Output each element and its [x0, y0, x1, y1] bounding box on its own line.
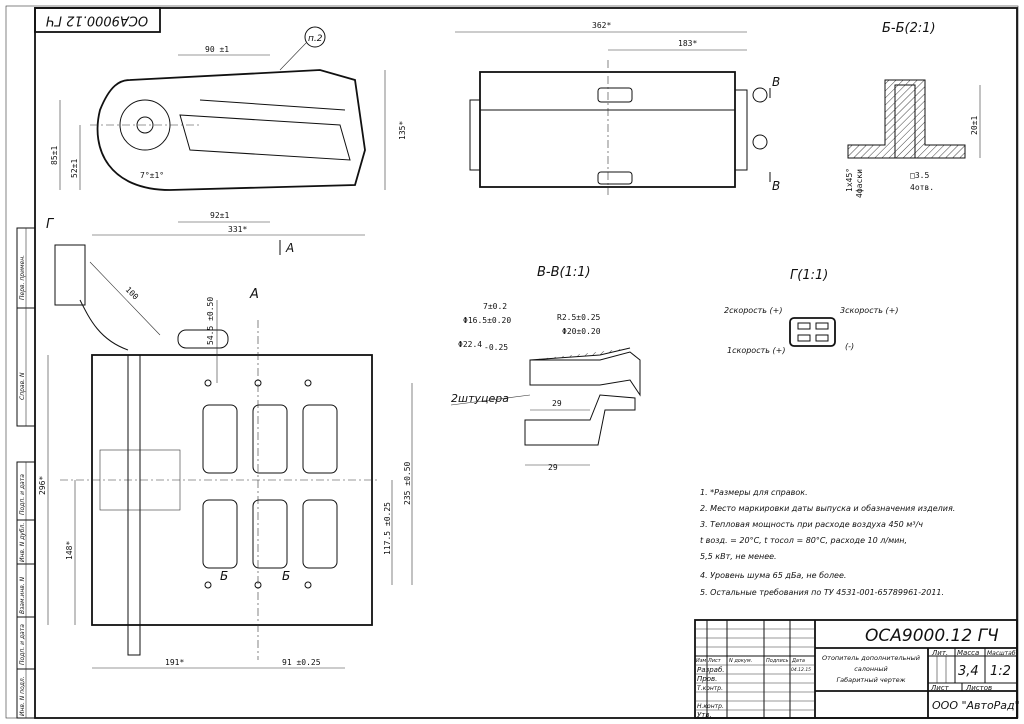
- fittings-label: 2штуцера: [451, 392, 509, 405]
- view-title: А: [249, 287, 259, 302]
- sheets-label: Листов: [965, 684, 992, 692]
- dimension: 7±0.2: [483, 302, 507, 311]
- view-g-connector: Г(1:1) 2скорость (+) 3скорость (+) 1скор…: [724, 268, 898, 355]
- note: 4. Уровень шума 65 дБа, не более.: [700, 571, 846, 580]
- dimension: Φ20±0.20: [562, 327, 601, 336]
- title-block: Изм Лист N докум. Подпись Дата Разраб. П…: [694, 619, 1020, 719]
- dimension: 191*: [165, 658, 184, 667]
- title-line: Отопитель дополнительный: [822, 654, 920, 662]
- col-header: Лист: [707, 658, 722, 664]
- dimension: 4фаски: [855, 169, 864, 198]
- note: 1. *Размеры для справок.: [700, 488, 808, 497]
- dimension: 54.5 ±0.50: [206, 297, 215, 345]
- note: t возд. = 20°С, t тосол = 80°С, расходе …: [700, 536, 907, 545]
- title-line: Габаритный чертеж: [836, 676, 905, 684]
- dimension: -0.25: [484, 343, 508, 352]
- role-label: Утв.: [697, 711, 712, 719]
- rotated-code-stamp: ОСА9000.12 ГЧ: [34, 7, 161, 33]
- dimension: Φ22.4: [458, 340, 482, 349]
- dimension: 7°±1°: [140, 171, 164, 180]
- dimension: 4отв.: [910, 183, 934, 192]
- sheet-label: Лист: [930, 684, 950, 692]
- dimension: 20±1: [970, 116, 979, 135]
- section-title: Г(1:1): [790, 268, 828, 283]
- notes: 1. *Размеры для справок. 2. Место маркир…: [700, 488, 955, 597]
- scale-label: Масштаб: [987, 650, 1016, 657]
- pin-label: 1скорость (+): [727, 346, 785, 355]
- dimension: □3.5: [910, 171, 929, 180]
- dimension: 117.5 ±0.25: [383, 502, 392, 555]
- col-header: Дата: [791, 658, 805, 664]
- col-header: N докум.: [729, 658, 752, 664]
- drawing-code: ОСА9000.12 ГЧ: [865, 626, 999, 646]
- stamp-label: Подп. и дата: [19, 474, 26, 515]
- pin-label: (-): [845, 342, 854, 351]
- cut-label-v: В: [772, 179, 780, 193]
- cut-label-b: Б: [282, 569, 290, 583]
- dimension: 92±1: [210, 211, 229, 220]
- stamp-label: Взам.инв. N: [19, 576, 26, 614]
- dimension: 183*: [678, 39, 697, 48]
- role-label: Пров.: [697, 675, 717, 683]
- side-stamp-strip: Перв. примен. Справ. N Подп. и дата Инв.…: [16, 227, 36, 719]
- mass-label: Масса: [957, 649, 979, 657]
- stamp-label: Инв. N дубл.: [19, 523, 26, 562]
- scale-value: 1:2: [990, 664, 1011, 679]
- stamp-label: Подп. и дата: [19, 624, 26, 665]
- dimension: 296*: [38, 476, 47, 495]
- dimension: 91 ±0.25: [282, 658, 321, 667]
- heater-side-view: п.2 90 ±1 92±1 331* 85±1 52±1 135* 7°±1°…: [50, 26, 407, 255]
- dimension: 29: [548, 463, 558, 472]
- callout-text: п.2: [308, 34, 323, 44]
- dimension: 29: [552, 399, 562, 408]
- pin-label: 2скорость (+): [724, 306, 782, 315]
- mass-value: 3,4: [958, 664, 979, 679]
- lit-label: Лит.: [931, 649, 948, 657]
- drawing-frame: [5, 5, 1019, 719]
- section-vv: В-В(1:1) 7±0.2 Φ16.5±0.20 R2.5±0.25 Φ20±…: [450, 265, 641, 472]
- col-header: Изм: [696, 658, 706, 664]
- col-header: Подпись: [766, 658, 789, 664]
- note: 3. Тепловая мощность при расходе воздуха…: [700, 520, 923, 529]
- heater-front-view: 362* 183* В В: [455, 21, 780, 195]
- stamp-label: Перв. примен.: [19, 255, 26, 300]
- cut-label-b: Б: [220, 569, 228, 583]
- title-line: салонный: [854, 665, 888, 673]
- section-bb: Б-Б(2:1) 20±1 1x45° 4фаски □3.5 4отв.: [845, 21, 981, 198]
- connector-plug: [54, 244, 86, 306]
- view-arrow-label: А: [285, 241, 294, 255]
- dimension: 85±1: [50, 146, 59, 165]
- note: 2. Место маркировки даты выпуска и обазн…: [700, 504, 955, 513]
- dimension: 52±1: [70, 159, 79, 178]
- dimension: 331*: [228, 225, 247, 234]
- dimension: 1x45°: [845, 168, 854, 192]
- dimension: 135*: [398, 121, 407, 140]
- cut-label-v: В: [772, 75, 780, 89]
- heater-view-a: А Г 100 54.5 ±0.50 296* 148* 235 ±0.50 1: [38, 217, 413, 669]
- note: 5,5 кВт, не менее.: [700, 552, 777, 561]
- note: 5. Остальные требования по ТУ 4531-001-6…: [700, 588, 944, 597]
- dimension: Φ16.5±0.20: [463, 316, 511, 325]
- pin-label: 3скорость (+): [840, 306, 898, 315]
- dimension: R2.5±0.25: [557, 313, 601, 322]
- dimension: 148*: [65, 541, 74, 560]
- grille-windows: [202, 404, 338, 569]
- role-label: Разраб.: [697, 666, 725, 674]
- stamp-label: Инв. N подл.: [19, 676, 26, 716]
- date-value: 04.12.15: [791, 667, 811, 673]
- rotated-code: ОСА9000.12 ГЧ: [46, 13, 148, 28]
- stamp-label: Справ. N: [19, 372, 26, 400]
- company-name: ООО "АвтоРад": [932, 699, 1020, 712]
- role-label: Н.контр.: [697, 703, 724, 710]
- cut-label-g: Г: [46, 217, 55, 232]
- role-label: Т.контр.: [697, 685, 723, 692]
- dimension: 362*: [592, 21, 611, 30]
- callout-bubble: [304, 26, 326, 48]
- section-title: В-В(1:1): [537, 265, 591, 280]
- section-title: Б-Б(2:1): [882, 21, 936, 36]
- dimension: 235 ±0.50: [403, 461, 412, 505]
- dimension: 90 ±1: [205, 45, 229, 54]
